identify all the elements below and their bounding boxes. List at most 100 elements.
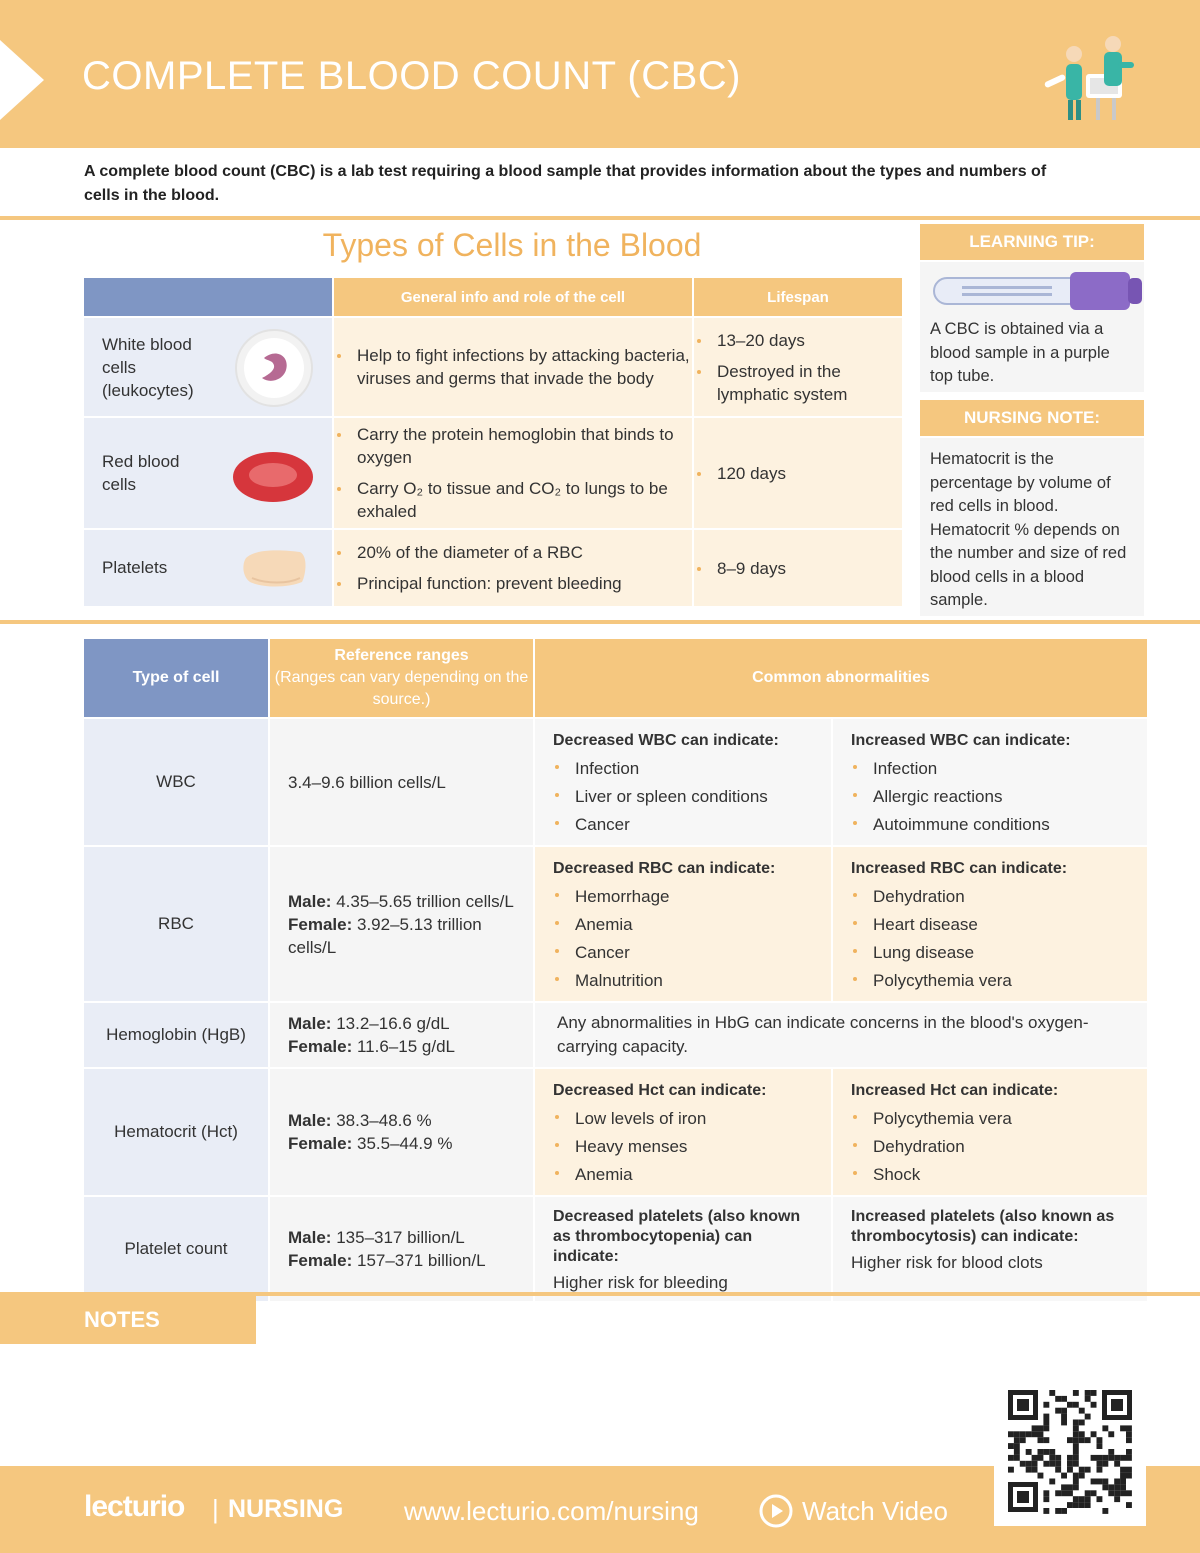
- list-item: Anemia: [555, 1161, 815, 1189]
- list-item: Lung disease: [853, 939, 1131, 967]
- ref-cell: Male: 4.35–5.65 trillion cells/L Female:…: [270, 847, 533, 1001]
- cell-name: Platelets: [84, 530, 332, 606]
- table-row: WBC 3.4–9.6 billion cells/L Decreased WB…: [84, 719, 1147, 845]
- abnormality-heading: Increased WBC can indicate:: [851, 732, 1071, 749]
- table-row: Platelets 20% of the diameter of a RBC P…: [84, 530, 902, 606]
- female-label: Female:: [288, 914, 353, 934]
- reference-table: Type of cell Reference ranges (Ranges ca…: [82, 637, 1149, 1303]
- decreased-cell: Decreased WBC can indicate: Infection Li…: [535, 719, 831, 845]
- type-cell: Hematocrit (Hct): [84, 1069, 268, 1195]
- qr-code[interactable]: [994, 1378, 1146, 1526]
- cell-lifespan: 13–20 days Destroyed in the lymphatic sy…: [694, 318, 902, 416]
- list-item: Polycythemia vera: [853, 1105, 1131, 1133]
- qr-code-icon: [1006, 1388, 1136, 1516]
- ref-cell: Male: 135–317 billion/L Female: 157–371 …: [270, 1197, 533, 1301]
- table-header-type: Type of cell: [84, 639, 268, 717]
- type-cell: RBC: [84, 847, 268, 1001]
- cell-name-text: White blood cells (leukocytes): [102, 334, 194, 400]
- list-item: 13–20 days: [697, 329, 901, 352]
- list-item: Shock: [853, 1161, 1131, 1189]
- learning-tip-text: A CBC is obtained via a blood sample in …: [930, 320, 1110, 385]
- ref-cell: Male: 38.3–48.6 % Female: 35.5–44.9 %: [270, 1069, 533, 1195]
- male-label: Male:: [288, 1111, 332, 1130]
- cell-name: Red blood cells: [84, 418, 332, 528]
- list-item: Carry the protein hemoglobin that binds …: [337, 423, 691, 469]
- nursing-note-text: Hematocrit is the percentage by volume o…: [930, 450, 1127, 609]
- watch-video-link[interactable]: Watch Video: [802, 1496, 948, 1526]
- table-row: White blood cells (leukocytes) Help to f…: [84, 318, 902, 416]
- type-cell: Hemoglobin (HgB): [84, 1003, 268, 1067]
- male-label: Male:: [288, 1014, 332, 1033]
- lecturio-logo: lecturio: [84, 1490, 185, 1523]
- hgb-abnormality-text: Any abnormalities in HbG can indicate co…: [535, 1003, 1147, 1067]
- list-item: Allergic reactions: [853, 783, 1131, 811]
- male-label: Male:: [288, 1228, 332, 1247]
- list-item: Liver or spleen conditions: [555, 783, 815, 811]
- type-cell: Platelet count: [84, 1197, 268, 1301]
- cell-name: White blood cells (leukocytes): [84, 318, 332, 416]
- abnormality-heading: Decreased WBC can indicate:: [553, 732, 779, 749]
- cell-lifespan: 8–9 days: [694, 530, 902, 606]
- table-row: Platelet count Male: 135–317 billion/L F…: [84, 1197, 1147, 1301]
- list-item: Cancer: [555, 939, 815, 967]
- abnormality-heading: Decreased RBC can indicate:: [553, 860, 776, 877]
- red-blood-cell-icon: [233, 452, 313, 502]
- abnormality-heading: Decreased platelets (also known as throm…: [553, 1208, 801, 1265]
- list-item: Infection: [555, 755, 815, 783]
- female-range: 157–371 billion/L: [356, 1251, 486, 1270]
- nursing-note-box: Hematocrit is the percentage by volume o…: [920, 438, 1144, 616]
- list-item: Hemorrhage: [555, 883, 815, 911]
- list-item: Low levels of iron: [555, 1105, 815, 1133]
- logo-divider: |: [212, 1494, 219, 1524]
- cell-info: Help to fight infections by attacking ba…: [334, 318, 692, 416]
- table-header-ref: Reference ranges (Ranges can vary depend…: [270, 639, 533, 717]
- abnormality-heading: Increased RBC can indicate:: [851, 860, 1068, 877]
- list-item: Principal function: prevent bleeding: [337, 572, 691, 595]
- decreased-cell: Decreased Hct can indicate: Low levels o…: [535, 1069, 831, 1195]
- cell-info: 20% of the diameter of a RBC Principal f…: [334, 530, 692, 606]
- decreased-cell: Decreased platelets (also known as throm…: [535, 1197, 831, 1301]
- list-item: Destroyed in the lymphatic system: [697, 360, 901, 406]
- ref-cell: 3.4–9.6 billion cells/L: [270, 719, 533, 845]
- footer-url-link[interactable]: www.lecturio.com/nursing: [404, 1496, 699, 1526]
- play-icon[interactable]: [758, 1493, 794, 1529]
- abnormality-text: Higher risk for blood clots: [851, 1253, 1043, 1272]
- list-item: Polycythemia vera: [853, 967, 1131, 995]
- table-row: Hemoglobin (HgB) Male: 13.2–16.6 g/dL Fe…: [84, 1003, 1147, 1067]
- abnormality-heading: Decreased Hct can indicate:: [553, 1082, 767, 1099]
- list-item: 120 days: [697, 462, 901, 485]
- increased-cell: Increased WBC can indicate: Infection Al…: [833, 719, 1147, 845]
- ref-cell: Male: 13.2–16.6 g/dL Female: 11.6–15 g/d…: [270, 1003, 533, 1067]
- white-blood-cell-icon: [235, 329, 313, 407]
- cell-info: Carry the protein hemoglobin that binds …: [334, 418, 692, 528]
- list-item: Malnutrition: [555, 967, 815, 995]
- table-row: Red blood cells Carry the protein hemogl…: [84, 418, 902, 528]
- female-label: Female:: [288, 1037, 353, 1056]
- notes-label: NOTES: [0, 1296, 256, 1344]
- table-header-abnormalities: Common abnormalities: [535, 639, 1147, 717]
- female-label: Female:: [288, 1134, 353, 1153]
- intro-text: A complete blood count (CBC) is a lab te…: [84, 163, 1047, 204]
- purple-top-tube-icon: [933, 272, 1142, 310]
- table-row: RBC Male: 4.35–5.65 trillion cells/L Fem…: [84, 847, 1147, 1001]
- increased-cell: Increased platelets (also known as throm…: [833, 1197, 1147, 1301]
- list-item: Heavy menses: [555, 1133, 815, 1161]
- table-header-info: General info and role of the cell: [334, 278, 692, 316]
- female-range: 3.92–5.13 trillion cells/L: [288, 914, 482, 957]
- list-item: Carry O₂ to tissue and CO₂ to lungs to b…: [337, 477, 691, 523]
- list-item: Autoimmune conditions: [853, 811, 1131, 839]
- cell-types-table: General info and role of the cell Lifesp…: [82, 276, 904, 608]
- female-range: 11.6–15 g/dL: [356, 1037, 455, 1056]
- list-item: 20% of the diameter of a RBC: [337, 541, 691, 564]
- table-header-blank: [84, 278, 332, 316]
- list-item: Help to fight infections by attacking ba…: [337, 346, 690, 388]
- list-item: Dehydration: [853, 883, 1131, 911]
- medical-staff-icon: [1044, 36, 1134, 120]
- list-item: Anemia: [555, 911, 815, 939]
- nursing-note-label: NURSING NOTE:: [920, 400, 1144, 436]
- list-item: Heart disease: [853, 911, 1131, 939]
- list-item: Cancer: [555, 811, 815, 839]
- ref-header-note: (Ranges can vary depending on the source…: [274, 669, 529, 708]
- increased-cell: Increased RBC can indicate: Dehydration …: [833, 847, 1147, 1001]
- cells-section-title: Types of Cells in the Blood: [322, 227, 702, 263]
